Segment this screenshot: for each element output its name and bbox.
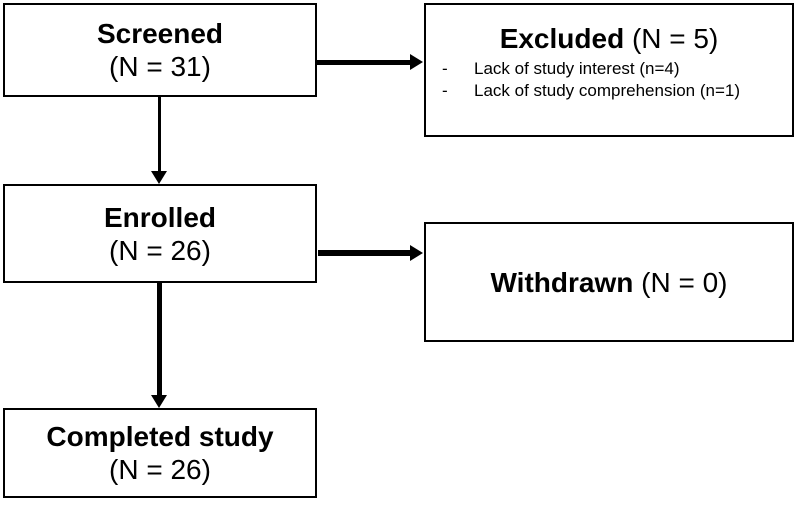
box-excluded-title: Excluded	[499, 23, 625, 54]
list-item: - Lack of study comprehension (n=1)	[426, 80, 792, 102]
box-completed-title: Completed study	[46, 421, 274, 452]
arrow-line	[316, 60, 412, 65]
list-item: - Lack of study interest (n=4)	[426, 58, 792, 80]
arrow-line	[318, 250, 412, 256]
arrow-head	[151, 171, 167, 184]
excluded-reason-2: Lack of study comprehension (n=1)	[474, 81, 741, 100]
box-withdrawn-title: Withdrawn	[490, 266, 634, 298]
arrow-line	[157, 283, 162, 396]
excluded-reason-1: Lack of study interest (n=4)	[474, 59, 680, 78]
arrow-head	[410, 54, 423, 70]
arrow-head	[410, 245, 423, 261]
box-screened-title: Screened	[96, 18, 224, 49]
box-withdrawn-heading: Withdrawn (N = 0)	[491, 266, 728, 299]
box-screened-count: (N = 31)	[109, 51, 211, 82]
box-withdrawn: Withdrawn (N = 0)	[424, 222, 794, 342]
arrow-line	[158, 97, 161, 173]
box-excluded-count: (N = 5)	[624, 23, 719, 54]
box-completed-count: (N = 26)	[109, 454, 211, 485]
box-enrolled-title: Enrolled	[103, 201, 216, 233]
list-bullet: -	[442, 59, 448, 78]
box-completed-study: Completed study (N = 26)	[3, 408, 317, 498]
box-screened: Screened (N = 31)	[3, 3, 317, 97]
list-bullet: -	[442, 81, 448, 100]
box-enrolled-count: (N = 26)	[109, 234, 211, 266]
arrow-head	[151, 395, 167, 408]
box-excluded: Excluded (N = 5) - Lack of study interes…	[424, 3, 794, 137]
box-excluded-heading: Excluded (N = 5)	[426, 23, 792, 55]
excluded-reason-list: - Lack of study interest (n=4) - Lack of…	[426, 58, 792, 102]
box-withdrawn-count: (N = 0)	[633, 266, 728, 298]
box-enrolled: Enrolled (N = 26)	[3, 184, 317, 283]
